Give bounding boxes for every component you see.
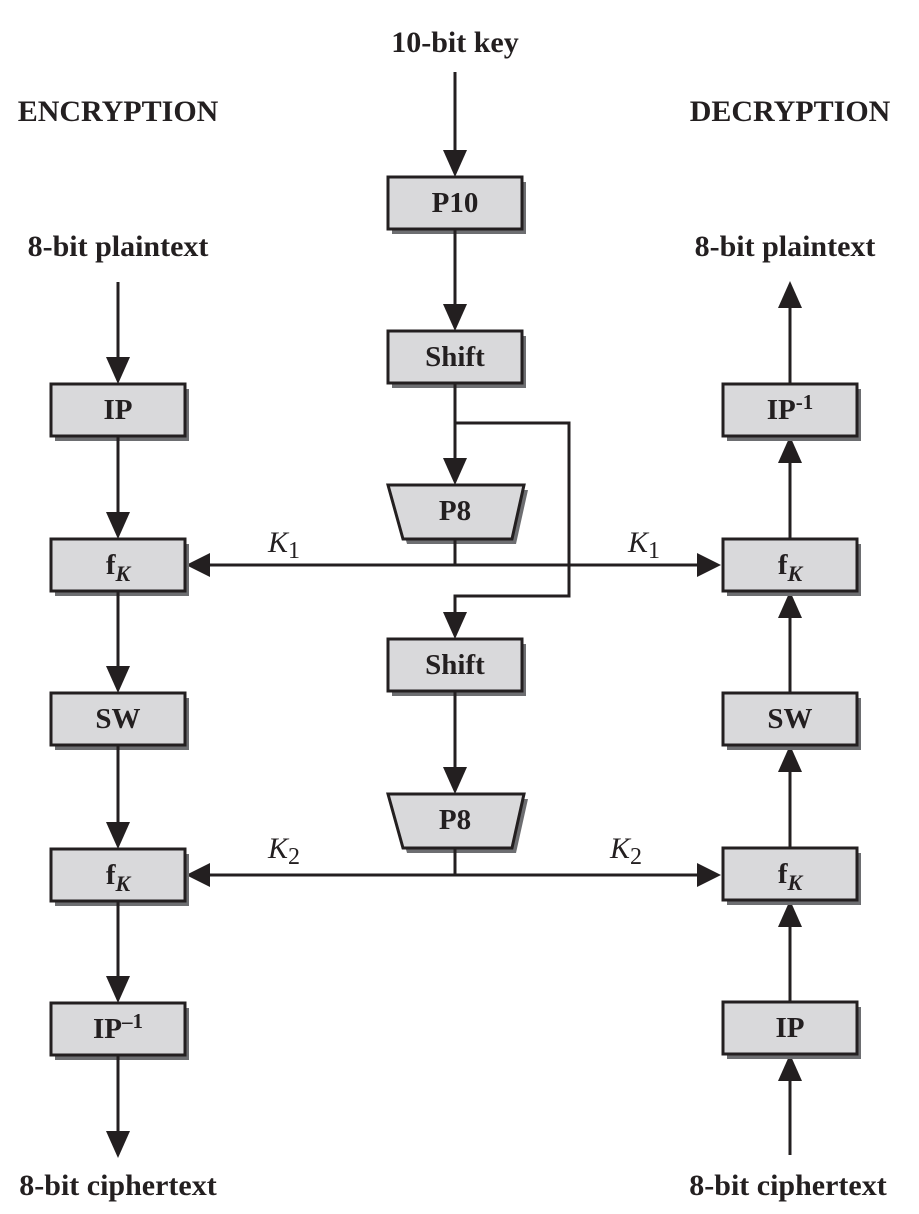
enc-sw-box: SW <box>49 691 189 750</box>
dec-ip-inverse-label: IP-1 <box>767 390 814 426</box>
enc-ip-inverse-label: IP–1 <box>93 1009 143 1045</box>
p8-1-box: P8 <box>386 483 528 544</box>
shift2-label: Shift <box>425 649 485 681</box>
arrowhead <box>106 822 130 849</box>
enc-fk1-label: fK <box>106 549 132 586</box>
dec-fk2-box: fK <box>721 846 861 905</box>
p8-2-box: P8 <box>386 792 528 853</box>
arrowhead <box>443 612 467 639</box>
enc-fk1-box: fK <box>49 537 189 596</box>
dec-ip-inverse-box: IP-1 <box>721 382 861 441</box>
dec-fk1-box: fK <box>721 537 861 596</box>
encryption-heading: ENCRYPTION <box>18 95 219 128</box>
k2-left-label: K2 <box>267 832 300 870</box>
decryption-heading: DECRYPTION <box>690 95 891 128</box>
arrowhead <box>443 458 467 485</box>
arrowhead <box>186 553 210 577</box>
dec-fk1-label: fK <box>778 549 804 586</box>
arrowhead <box>778 745 802 772</box>
enc-plaintext-label: 8-bit plaintext <box>28 230 209 263</box>
enc-ip-label: IP <box>104 394 133 426</box>
arrowhead <box>106 357 130 384</box>
arrowhead <box>186 863 210 887</box>
arrowhead <box>106 666 130 693</box>
arrowhead <box>106 512 130 539</box>
arrowhead <box>778 281 802 308</box>
arrowhead <box>443 767 467 794</box>
enc-ip-inverse-box: IP–1 <box>49 1001 189 1060</box>
shift2-box: Shift <box>386 637 526 696</box>
arrowhead <box>778 1054 802 1081</box>
enc-fk2-box: fK <box>49 847 189 906</box>
arrowhead <box>106 1131 130 1158</box>
dec-ip-box: IP <box>721 1000 861 1059</box>
k1-right-label: K1 <box>627 526 660 564</box>
enc-sw-label: SW <box>95 703 140 735</box>
key-input-label: 10-bit key <box>391 26 519 59</box>
enc-fk2-label: fK <box>106 859 132 896</box>
shift1-label: Shift <box>425 341 485 373</box>
dec-ip-label: IP <box>776 1012 805 1044</box>
arrowhead <box>697 863 721 887</box>
dec-plaintext-label: 8-bit plaintext <box>695 230 876 263</box>
arrowhead <box>106 976 130 1003</box>
dec-sw-label: SW <box>767 703 812 735</box>
arrowhead <box>443 304 467 331</box>
arrowhead <box>443 150 467 177</box>
dec-fk2-label: fK <box>778 858 804 895</box>
shift-detour-line <box>453 421 571 612</box>
p10-box: P10 <box>386 175 526 234</box>
dec-ciphertext-label: 8-bit ciphertext <box>689 1169 886 1202</box>
shift1-box: Shift <box>386 329 526 388</box>
p10-label: P10 <box>432 187 479 219</box>
arrowhead <box>778 900 802 927</box>
dec-sw-box: SW <box>721 691 861 750</box>
p8-2-label: P8 <box>439 804 471 836</box>
arrowhead <box>778 436 802 463</box>
k2-right-label: K2 <box>609 832 642 870</box>
p8-1-label: P8 <box>439 495 471 527</box>
k1-left-label: K1 <box>267 526 300 564</box>
enc-ciphertext-label: 8-bit ciphertext <box>19 1169 216 1202</box>
enc-ip-box: IP <box>49 382 189 441</box>
arrowhead <box>778 591 802 618</box>
arrowhead <box>697 553 721 577</box>
